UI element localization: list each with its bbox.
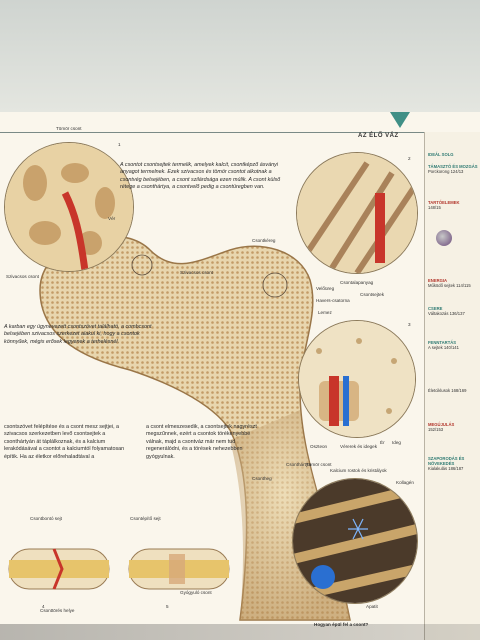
sidebar-entry-2: Tartóelemek148/15 — [428, 200, 460, 210]
label-damaged: Csonttörés helye — [40, 608, 75, 613]
label-osteon: Oszteon — [310, 444, 328, 449]
label-osteoblast: Csontépítő sejt — [130, 516, 161, 521]
label-apatite: Apatit — [366, 604, 378, 609]
label-vein: Vér — [108, 216, 116, 221]
left-caption: A karban egy úgynevezett csontszövet tal… — [4, 324, 152, 345]
label-top-bone: Tömör csont — [56, 126, 82, 131]
label-haversian: Havers-csatorna — [316, 298, 350, 303]
label-compact: Tömör csont — [306, 462, 332, 467]
detail-circle-spongy — [4, 142, 134, 272]
sidebar-entry-7: Megújulás152/153 — [428, 422, 455, 432]
label-lining: Csonthártya — [286, 462, 311, 467]
label-blood-vessel: Ér — [380, 440, 385, 445]
label-lamellae: Lemez — [318, 310, 332, 315]
label-collagen: Kollagén — [396, 480, 414, 485]
label-nerve: Ideg — [392, 440, 401, 445]
detail-circle-osteon — [298, 320, 416, 438]
figure-number-4: 4 — [42, 604, 45, 609]
label-vessels: Vérerek és idegek — [340, 444, 378, 449]
fracture-diagram-1 — [8, 548, 110, 590]
figure-number-2: 2 — [408, 156, 411, 161]
label-spongy: Szivacsos csont — [6, 274, 39, 279]
label-callus: Csontheg — [252, 476, 272, 481]
section-title: AZ ÉLŐ VÁZ — [358, 133, 399, 139]
body-left: csontszövet felépítése és a csont mesz s… — [4, 424, 125, 460]
label-spongy-mid: Szivacsos csont — [180, 270, 213, 275]
sidebar-entry-6: Életciklusok 168/169 — [428, 388, 467, 393]
label-osteocyte: Csontsejtek — [360, 292, 385, 297]
label-osteoclast: Csontbontó sejt — [30, 516, 62, 521]
figure-caption: Hogyan épül fel a csont? — [314, 622, 368, 627]
cell-icon-1 — [436, 230, 452, 246]
label-healing: Gyógyuló csont — [180, 590, 212, 595]
label-basic: Csontalapanyag — [340, 280, 374, 285]
main-description: A csontot csontsejtek termelik, amelyek … — [120, 162, 281, 191]
label-bone-marrow: Velőüreg — [316, 286, 335, 291]
label-cortical: Csontkéreg — [252, 238, 276, 243]
detail-circle-compact — [296, 152, 418, 274]
header-rule — [0, 132, 424, 133]
bottom-shadow-overlay — [0, 624, 480, 640]
background-top — [0, 0, 480, 112]
body-right: a csont elmeszesedik, a csontsejtek nagy… — [146, 424, 257, 460]
figure-number-1: 1 — [118, 142, 121, 147]
sidebar — [424, 132, 480, 640]
header-triangle-marker — [390, 112, 410, 128]
figure-number-5: 5 — [166, 604, 169, 609]
label-calcium: Kalcium rostok és kristályok — [330, 468, 387, 473]
detail-circle-collagen — [292, 478, 418, 604]
fracture-diagram-2 — [128, 548, 230, 590]
sidebar-entry-0: Ideál solg — [428, 152, 454, 157]
figure-number-3: 3 — [408, 322, 411, 327]
